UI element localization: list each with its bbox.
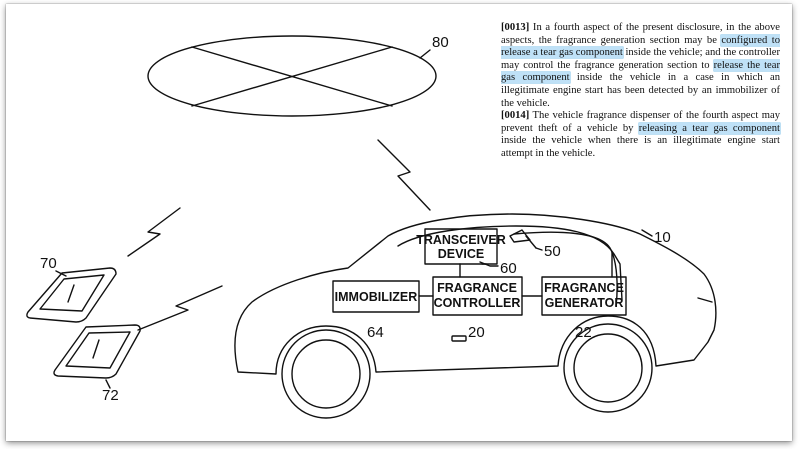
highlight: releasing a tear gas component — [638, 122, 780, 134]
ref-50: 50 — [544, 243, 561, 260]
leader-50 — [535, 247, 543, 251]
paragraph-text: inside the vehicle when there is an ille… — [501, 135, 780, 159]
transceiver-label-1: TRANSCEIVER — [416, 233, 506, 247]
paragraph-0014: [0014] The vehicle fragrance dispenser o… — [501, 110, 780, 160]
paragraph-0013: [0013] In a fourth aspect of the present… — [501, 22, 780, 110]
transceiver-box — [424, 228, 498, 265]
signal-bolt-phone-top — [127, 207, 181, 257]
dispenser-nozzle-icon — [509, 229, 618, 307]
ref-22: 22 — [575, 324, 592, 341]
leader-10 — [641, 229, 653, 237]
smartphone-72-icon — [53, 324, 141, 379]
paragraph-text: In a fourth aspect of the present disclo… — [501, 22, 780, 46]
paragraph-number: [0014] — [501, 110, 530, 122]
generator-label-1: FRAGRANCE — [544, 281, 624, 295]
signal-bolt-sky — [377, 139, 431, 211]
ref-72: 72 — [102, 387, 119, 404]
paragraph-text: The vehicle fragrance dispenser of the f… — [501, 110, 780, 134]
patent-text-block: [0013] In a fourth aspect of the present… — [501, 22, 780, 161]
ref-60: 60 — [500, 260, 517, 277]
sky-antenna-ellipse — [147, 35, 437, 117]
paragraph-number: [0013] — [501, 22, 530, 33]
ref-80: 80 — [432, 34, 449, 51]
generator-label-2: GENERATOR — [545, 296, 624, 310]
vehicle-outline — [234, 213, 717, 375]
rear-wheel — [281, 329, 371, 419]
leader-72 — [105, 379, 111, 389]
leader-70 — [55, 270, 67, 277]
leader-80 — [419, 49, 431, 59]
transceiver-label-2: DEVICE — [438, 247, 485, 261]
paragraph-text: inside the vehicle in a case in which an… — [501, 72, 780, 109]
ref-70: 70 — [40, 255, 57, 272]
controller-label-2: CONTROLLER — [434, 296, 521, 310]
ref-20: 20 — [468, 324, 485, 341]
ref-64: 64 — [367, 324, 384, 341]
controller-label-1: FRAGRANCE — [437, 281, 517, 295]
immobilizer-label: IMMOBILIZER — [335, 290, 418, 304]
front-wheel — [563, 323, 653, 413]
signal-bolt-phone-bottom — [137, 285, 223, 331]
figure-frame — [6, 4, 792, 441]
paragraph-text: inside the vehicle; and the controller m… — [501, 47, 780, 71]
leader-60-hook — [479, 261, 499, 267]
ref-10: 10 — [654, 229, 671, 246]
smartphone-70-icon — [26, 267, 117, 323]
